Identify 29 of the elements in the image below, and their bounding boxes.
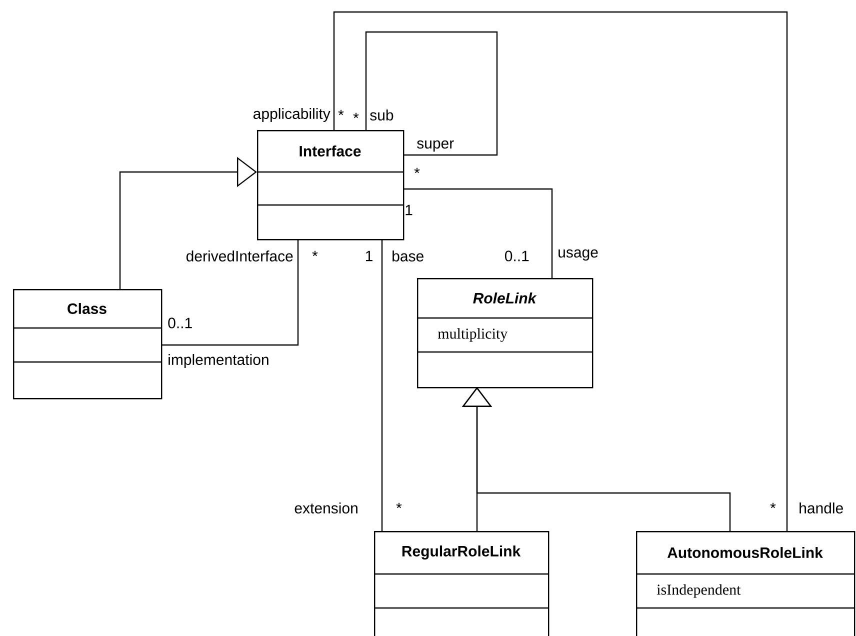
class-box: Class <box>13 289 162 400</box>
connector <box>403 188 553 278</box>
role-name: applicability <box>254 108 330 122</box>
multiplicity: 1 <box>366 250 372 262</box>
role-name: base <box>392 250 424 262</box>
connector <box>365 31 498 156</box>
role-name: implementation <box>168 354 268 368</box>
multiplicity: * <box>353 112 359 118</box>
class-box: RoleLink multiplicity <box>417 278 594 388</box>
connector <box>462 387 731 531</box>
role-name: extension <box>294 502 358 514</box>
role-name: derivedInterface <box>186 250 293 262</box>
multiplicity: 0..1 <box>504 250 529 262</box>
class-box: Interface <box>257 130 404 240</box>
multiplicity: * <box>414 168 420 174</box>
class-box: AutonomousRoleLink isIndependent <box>636 531 856 636</box>
class-box: RegularRoleLink <box>374 531 550 636</box>
role-name: super <box>417 140 454 152</box>
connector <box>119 156 257 289</box>
role-name: sub <box>370 110 394 120</box>
role-name: usage <box>558 249 598 261</box>
multiplicity: * <box>396 502 402 508</box>
role-name: handle <box>800 502 843 514</box>
connector <box>161 239 299 346</box>
multiplicity: * <box>770 502 776 508</box>
connector <box>381 239 383 531</box>
multiplicity: * <box>338 110 344 116</box>
multiplicity: * <box>312 250 318 256</box>
connector <box>333 11 788 531</box>
